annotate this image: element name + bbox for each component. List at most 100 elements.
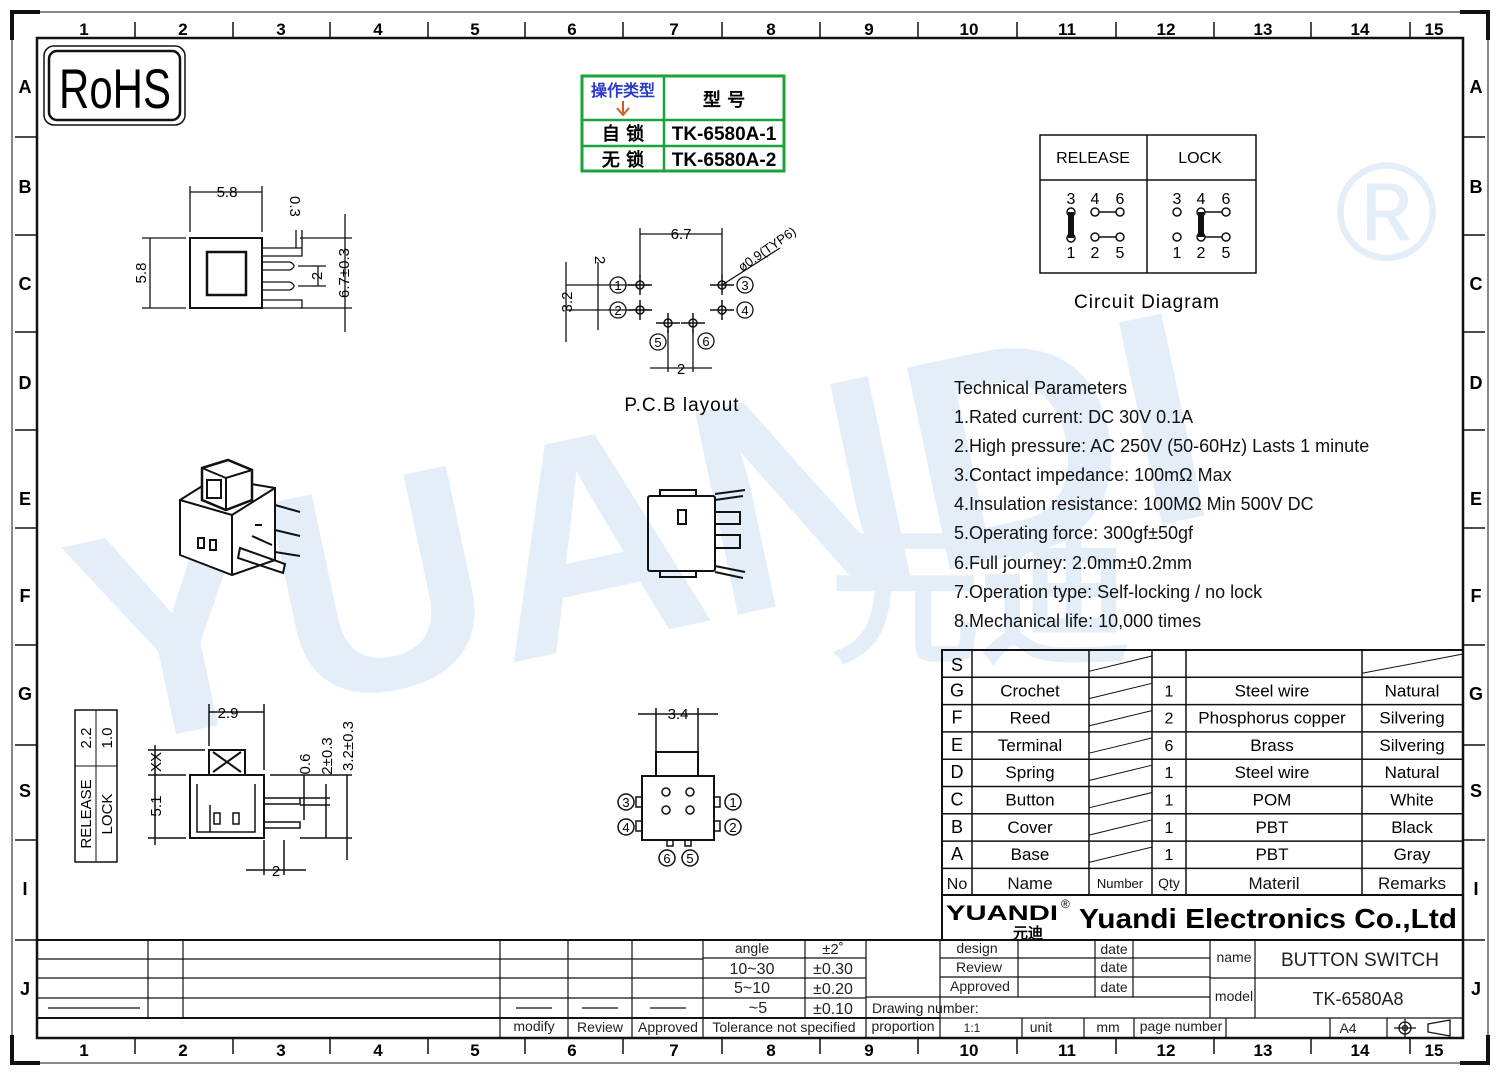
bom-remarks-D: Natural [1385,763,1440,782]
release-pin-3: 3 [1067,191,1076,208]
zone-col-5: 5 [470,1041,479,1060]
bottom-pin-1: 1 [729,795,736,810]
bottom-dim-34: 3.4 [668,706,689,723]
zone-col-11: 11 [1058,20,1076,39]
zone-col-8: 8 [766,20,775,39]
zone-row-S: S [19,781,31,801]
watermark-cn: 元迪 [830,512,1130,686]
bom-remarks-F: Silvering [1379,709,1444,728]
release-pin-4: 4 [1091,191,1100,208]
side-view-middle [647,489,746,579]
bom-name-A: Base [1011,845,1050,864]
bom-remarks-C: White [1390,791,1433,810]
zone-row-G: G [1469,684,1483,704]
tol-angle-label: angle [735,940,769,956]
bom-material-E: Brass [1250,736,1293,755]
tech-item-3: 3.Contact impedance: 100mΩ Max [954,465,1232,485]
zone-col-4: 4 [373,20,383,39]
bom-number-slash [1088,682,1153,700]
zone-col-7: 7 [669,20,678,39]
bom-qty-B: 1 [1165,820,1174,837]
bom-remarks-B: Black [1391,818,1433,837]
travel-lock-value: 1.0 [99,728,116,749]
lock-pin-2: 2 [1197,245,1206,262]
zone-row-I: I [22,879,27,899]
bom-qty-A: 1 [1165,847,1174,864]
pcb-dim-2v: 2 [591,256,608,264]
release-pin-2: 2 [1091,245,1100,262]
arrow-down-icon [616,101,630,117]
zone-row-A: A [19,77,32,97]
tech-item-2: 2.High pressure: AC 250V (50-60Hz) Lasts… [954,436,1369,456]
company-row: YUANDI 元迪 ® Yuandi Electronics Co.,Ltd [941,894,1464,942]
bom-no-C: C [951,790,964,810]
pcb-pin-2: 2 [614,303,621,318]
circuit-caption: Circuit Diagram [1074,292,1220,313]
side-dim-2: 2 [272,863,280,880]
side-dim-06: 0.6 [297,754,314,775]
top-dim-thickness: 0.3 [286,196,303,217]
tol-r1-value: ±0.30 [813,961,853,978]
bom-material-B: PBT [1255,818,1288,837]
side-dim-51: 5.1 [148,796,165,817]
bom-material-A: PBT [1255,845,1288,864]
circuit-release-label: RELEASE [1056,150,1130,167]
zone-col-1: 1 [79,1041,88,1060]
tol-r3-label: ~5 [749,1000,767,1017]
lock-pin-3: 3 [1173,191,1182,208]
zone-row-B: B [1470,177,1483,197]
circuit-diagram: RELEASE LOCK 3 4 6 1 2 5 3 4 6 1 2 5 [1039,134,1257,313]
zone-col-6: 6 [567,20,576,39]
bottom-pin-3: 3 [622,795,629,810]
zone-col-4: 4 [373,1041,383,1060]
tol-r2-value: ±0.20 [813,981,853,998]
pcb-dim-2h: 2 [677,361,685,378]
approved-label: Approved [638,1019,698,1035]
design-label: design [956,940,997,956]
bom-name-E: Terminal [998,736,1062,755]
rohs-badge: RoHS [43,45,186,126]
lock-pin-5: 5 [1222,245,1231,262]
bom-no-F: F [952,708,963,728]
zone-row-D: D [19,373,32,393]
tolerance-label: Tolerance not specified [712,1019,855,1035]
bom-header-remarks: Remarks [1378,874,1446,893]
bom-material-D: Steel wire [1235,763,1310,782]
bottom-pin-6: 6 [663,851,670,866]
pcb-pin-5: 5 [654,335,661,350]
model-table-type-2: 无 锁 [602,149,644,171]
bom-qty-D: 1 [1165,765,1174,782]
bom-name-F: Reed [1010,709,1051,728]
technical-parameters: Technical Parameters 1.Rated current: DC… [954,378,1369,631]
bom-header-name: Name [1007,874,1052,893]
pcb-dim-hole: ø0.9(TYP6) [735,224,799,275]
zone-col-14: 14 [1351,20,1370,39]
bom-qty-F: 2 [1165,711,1174,728]
bom-number-slash [1088,792,1153,809]
zone-col-10: 10 [960,20,979,39]
bom-material-G: Steel wire [1235,681,1310,700]
bom-no-E: E [951,735,963,755]
zone-row-I: I [1473,879,1478,899]
bom-number-slash [1088,737,1153,754]
zone-row-E: E [1470,489,1482,509]
zone-row-J: J [20,979,30,999]
model-table-header-model: 型 号 [703,89,745,111]
bom-qty-G: 1 [1165,683,1174,700]
side-dim-xx: XX [148,752,165,772]
paper-size: A4 [1339,1020,1356,1036]
zone-col-3: 3 [276,20,285,39]
model-table-model-1: TK-6580A-1 [672,124,777,145]
bom-no-B: B [951,817,963,837]
bom-remarks-slash [1361,653,1464,674]
bom-qty-C: 1 [1165,793,1174,810]
company-name: Yuandi Electronics Co.,Ltd [1079,903,1457,934]
tol-r3-value: ±0.10 [813,1001,853,1018]
pcb-dim-67: 6.7 [671,226,692,243]
zone-column-labels: 1122334455667788991010111112121313141415… [79,20,1443,1060]
bom-number-slash [1088,846,1153,863]
zone-col-15: 15 [1425,1041,1444,1060]
zone-row-F: F [20,586,31,606]
